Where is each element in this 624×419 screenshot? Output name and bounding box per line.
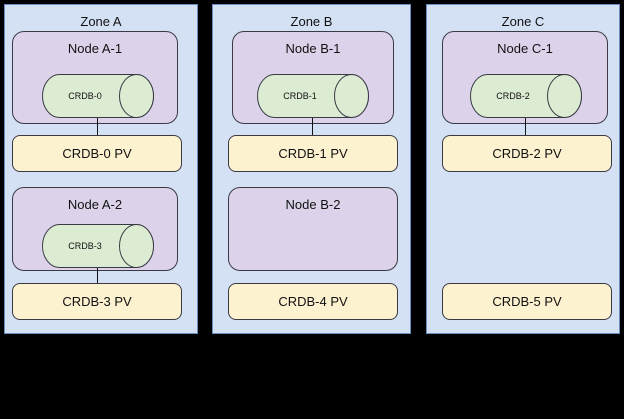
cylinder-shape: [42, 74, 154, 118]
persistent-volume-label: CRDB-1 PV: [278, 145, 348, 161]
persistent-volume-box: CRDB-0 PV: [12, 135, 182, 172]
node-title: Node B-1: [285, 41, 341, 56]
persistent-volume-box: CRDB-2 PV: [442, 135, 612, 172]
persistent-volume-label: CRDB-3 PV: [62, 293, 132, 309]
persistent-volume-box: CRDB-4 PV: [228, 283, 398, 320]
zone-title: Zone C: [501, 14, 545, 29]
node-title: Node C-1: [497, 41, 553, 56]
node-title: Node B-2: [285, 197, 341, 212]
node-title: Node A-1: [67, 41, 123, 56]
crdb-pod-cylinder: CRDB-1: [257, 74, 369, 118]
persistent-volume-box: CRDB-3 PV: [12, 283, 182, 320]
pod-to-pv-connector: [312, 118, 313, 135]
crdb-pod-cylinder: CRDB-3: [42, 224, 154, 268]
persistent-volume-box: CRDB-1 PV: [228, 135, 398, 172]
node-title: Node A-2: [67, 197, 123, 212]
crdb-pod-cylinder: CRDB-0: [42, 74, 154, 118]
cylinder-shape: [257, 74, 369, 118]
cylinder-shape: [42, 224, 154, 268]
persistent-volume-label: CRDB-0 PV: [62, 145, 132, 161]
persistent-volume-label: CRDB-4 PV: [278, 293, 348, 309]
zone-title: Zone B: [290, 14, 333, 29]
persistent-volume-box: CRDB-5 PV: [442, 283, 612, 320]
cylinder-shape: [470, 74, 582, 118]
zone-title: Zone A: [80, 14, 122, 29]
persistent-volume-label: CRDB-2 PV: [492, 145, 562, 161]
persistent-volume-label: CRDB-5 PV: [492, 293, 562, 309]
pod-to-pv-connector: [97, 268, 98, 283]
pod-to-pv-connector: [97, 118, 98, 135]
node-box: Node B-2: [228, 187, 398, 271]
crdb-pod-cylinder: CRDB-2: [470, 74, 582, 118]
pod-to-pv-connector: [525, 118, 526, 135]
